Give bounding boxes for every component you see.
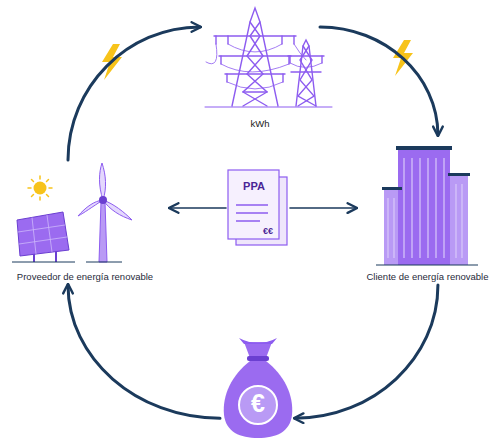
money-bag <box>239 338 277 344</box>
power-pylon <box>232 8 278 106</box>
sun <box>28 176 52 200</box>
pylon-node: kWh <box>200 0 320 135</box>
wind-turbine <box>100 163 106 200</box>
currency-mark: €€ <box>256 226 280 237</box>
wind-turbine <box>86 262 122 263</box>
client-node: Cliente de energía renovable <box>356 135 499 285</box>
solar-panel <box>12 262 75 263</box>
power-pylon <box>216 36 294 44</box>
office-building <box>388 184 462 258</box>
flow-arrow <box>68 285 220 418</box>
flow-arrow <box>320 27 438 135</box>
power-pylon <box>243 91 267 92</box>
flow-arrow <box>290 207 356 209</box>
contract-document <box>228 170 287 245</box>
solar-panel <box>18 215 67 254</box>
power-pylon <box>205 8 332 107</box>
power-pylon <box>205 107 332 108</box>
node-label: kWh <box>200 118 320 129</box>
office-building <box>398 150 450 265</box>
document-title: PPA <box>227 180 281 193</box>
wind-turbine <box>78 200 103 216</box>
flow-arrow <box>170 207 226 209</box>
power-pylon <box>298 46 316 106</box>
money-bag <box>247 356 269 361</box>
power-pylon <box>206 44 306 64</box>
provider-node: Proveedor de energía renovable <box>0 160 170 285</box>
power-pylon <box>214 36 296 74</box>
money-node: € <box>220 335 295 439</box>
office-building <box>404 158 444 258</box>
wind-turbine <box>78 163 132 262</box>
office-building <box>448 176 468 265</box>
wind-turbine <box>99 202 107 262</box>
office-building <box>396 146 452 150</box>
office-building <box>382 187 402 190</box>
power-pylon <box>221 56 289 82</box>
power-pylon <box>243 22 267 106</box>
node-label: Proveedor de energía renovable <box>0 271 170 282</box>
sun <box>28 176 52 200</box>
money-bag <box>224 338 293 438</box>
power-pylon <box>243 22 267 106</box>
node-label: Cliente de energía renovable <box>356 271 499 282</box>
solar-panel <box>17 212 69 256</box>
power-pylon <box>296 40 316 106</box>
solar-panel <box>12 212 75 262</box>
solar-panel <box>32 215 52 254</box>
office-building <box>376 146 478 265</box>
wind-turbine <box>103 200 132 220</box>
sun <box>28 176 52 200</box>
solar-panel <box>18 225 67 244</box>
power-pylon <box>221 63 322 89</box>
document-node: PPA €€ <box>226 168 290 248</box>
sun <box>34 182 47 195</box>
flow-arrow <box>295 285 438 418</box>
money-bag <box>244 342 272 358</box>
contract-document <box>236 205 268 221</box>
office-building <box>448 173 470 176</box>
office-building <box>376 264 478 265</box>
currency-symbol: € <box>221 388 295 418</box>
office-building <box>388 158 462 258</box>
wind-turbine <box>99 196 107 204</box>
flow-arrow <box>68 27 200 160</box>
